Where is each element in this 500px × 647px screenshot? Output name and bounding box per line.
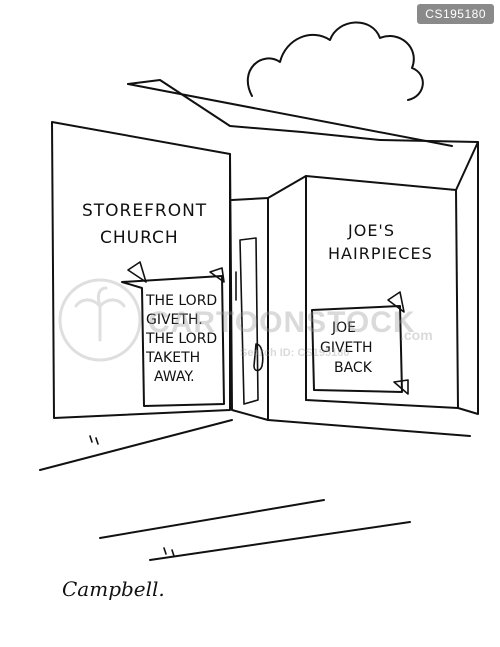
right-sign-line-1: JOE <box>331 320 356 336</box>
watermark-logo-circle <box>58 278 142 362</box>
left-window-heading-line2: CHURCH <box>100 228 179 248</box>
right-window-frame <box>305 175 459 409</box>
sidewalk-line-2 <box>149 521 411 561</box>
door-panel <box>239 237 259 405</box>
left-sign-line-2: GIVETH. <box>146 312 203 328</box>
building-base <box>39 419 471 471</box>
sidewalk-line-1 <box>99 499 325 539</box>
watermark-palm-icon <box>74 286 126 342</box>
left-sign-tape-2 <box>209 267 225 283</box>
building-roof-slope <box>127 83 453 147</box>
right-building-edge <box>455 141 479 415</box>
watermark-search-id: Search ID: CS195180 <box>240 347 349 359</box>
left-window-frame <box>51 121 231 419</box>
door-handle-right <box>253 343 264 372</box>
cartoon-id-badge: CS195180 <box>417 4 494 24</box>
right-sign-tape-2 <box>393 379 409 395</box>
watermark-main-text: CARTOONSTOCK <box>148 306 416 339</box>
building-roofline <box>127 79 479 143</box>
right-sign-line-3: BACK <box>334 360 373 376</box>
left-sign-board <box>121 275 225 407</box>
left-window-heading-line1: STOREFRONT <box>82 201 207 221</box>
watermark-sub-text: .com <box>400 327 433 343</box>
doorway-frame <box>229 153 307 421</box>
right-sign-board <box>311 305 403 393</box>
right-sign-line-2: GIVETH <box>320 340 372 356</box>
right-sign-tape-1 <box>387 291 405 313</box>
cloud <box>246 21 424 101</box>
left-sign-line-1: THE LORD <box>145 293 217 309</box>
left-sign-line-5: AWAY. <box>154 369 195 385</box>
right-window-heading-line1: JOE'S <box>347 221 395 240</box>
left-sign-tape-1 <box>127 261 147 283</box>
grass-tuft-2 <box>163 547 175 557</box>
artist-signature: Campbell. <box>62 577 165 601</box>
left-sign-line-4: TAKETH <box>145 350 200 366</box>
grass-tuft-1 <box>89 435 99 445</box>
right-window-heading-line2: HAIRPIECES <box>328 244 433 263</box>
left-sign-line-3: THE LORD <box>145 331 217 347</box>
watermark: CARTOONSTOCK .com Search ID: CS195180 <box>58 278 433 362</box>
